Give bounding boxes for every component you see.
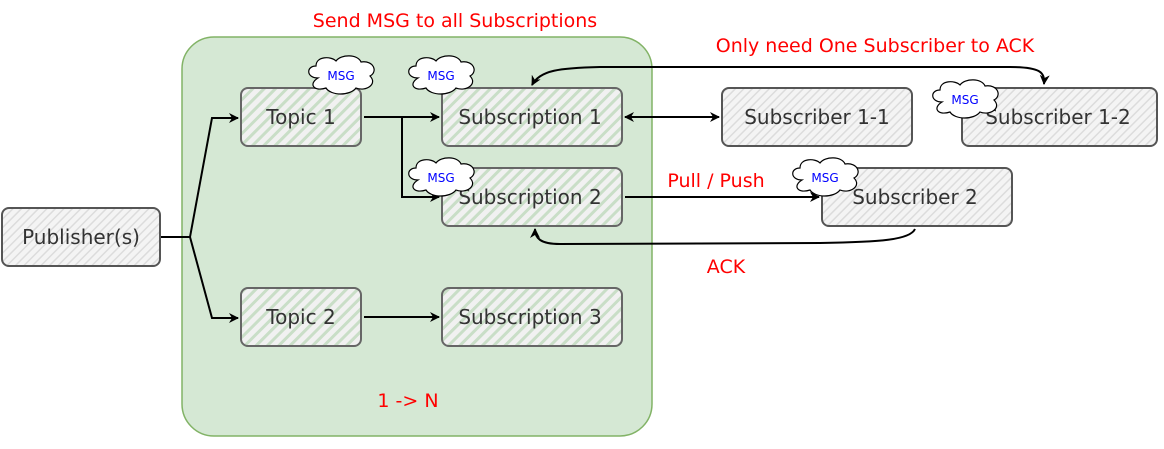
node-subscriber11[interactable]: Subscriber 1-1 <box>721 87 913 147</box>
node-label: Subscriber 2 <box>852 185 978 209</box>
edge-subscriber12-sub1 <box>531 66 1050 86</box>
node-label: Subscription 3 <box>458 305 601 329</box>
msg-cloud-icon: MSG <box>408 55 475 95</box>
node-label: Topic 2 <box>265 305 335 329</box>
edge-publisher-topic1 <box>160 113 239 238</box>
node-label: Topic 1 <box>265 105 335 129</box>
svg-text:MSG: MSG <box>427 171 454 185</box>
svg-text:MSG: MSG <box>327 69 354 83</box>
svg-text:MSG: MSG <box>811 171 838 185</box>
msg-cloud-icon: MSG <box>408 157 475 197</box>
msg-cloud-icon: MSG <box>932 79 999 119</box>
edge-topic1-sub2 <box>401 117 440 202</box>
label-ratio: 1 -> N <box>377 390 438 412</box>
node-subscription3[interactable]: Subscription 3 <box>441 287 623 347</box>
node-publisher[interactable]: Publisher(s) <box>1 207 161 267</box>
node-topic1[interactable]: Topic 1 <box>240 87 362 147</box>
svg-text:MSG: MSG <box>427 69 454 83</box>
label-send-all: Send MSG to all Subscriptions <box>313 10 597 32</box>
msg-cloud-icon: MSG <box>308 55 375 95</box>
node-label: Subscription 2 <box>458 185 601 209</box>
node-subscription1[interactable]: Subscription 1 <box>441 87 623 147</box>
node-label: Subscription 1 <box>458 105 601 129</box>
edge-ack <box>530 228 916 246</box>
label-pull-push: Pull / Push <box>667 170 764 192</box>
node-label: Subscriber 1-2 <box>985 105 1131 129</box>
label-ack: ACK <box>707 256 746 278</box>
msg-cloud-icon: MSG <box>792 157 859 197</box>
label-one-ack: Only need One Subscriber to ACK <box>716 35 1035 57</box>
node-label: Publisher(s) <box>22 225 140 249</box>
node-subscriber2[interactable]: Subscriber 2 <box>821 167 1013 227</box>
node-label: Subscriber 1-1 <box>744 105 890 129</box>
svg-text:MSG: MSG <box>951 93 978 107</box>
node-topic2[interactable]: Topic 2 <box>240 287 362 347</box>
edge-publisher-topic2 <box>189 236 239 323</box>
node-subscription2[interactable]: Subscription 2 <box>441 167 623 227</box>
